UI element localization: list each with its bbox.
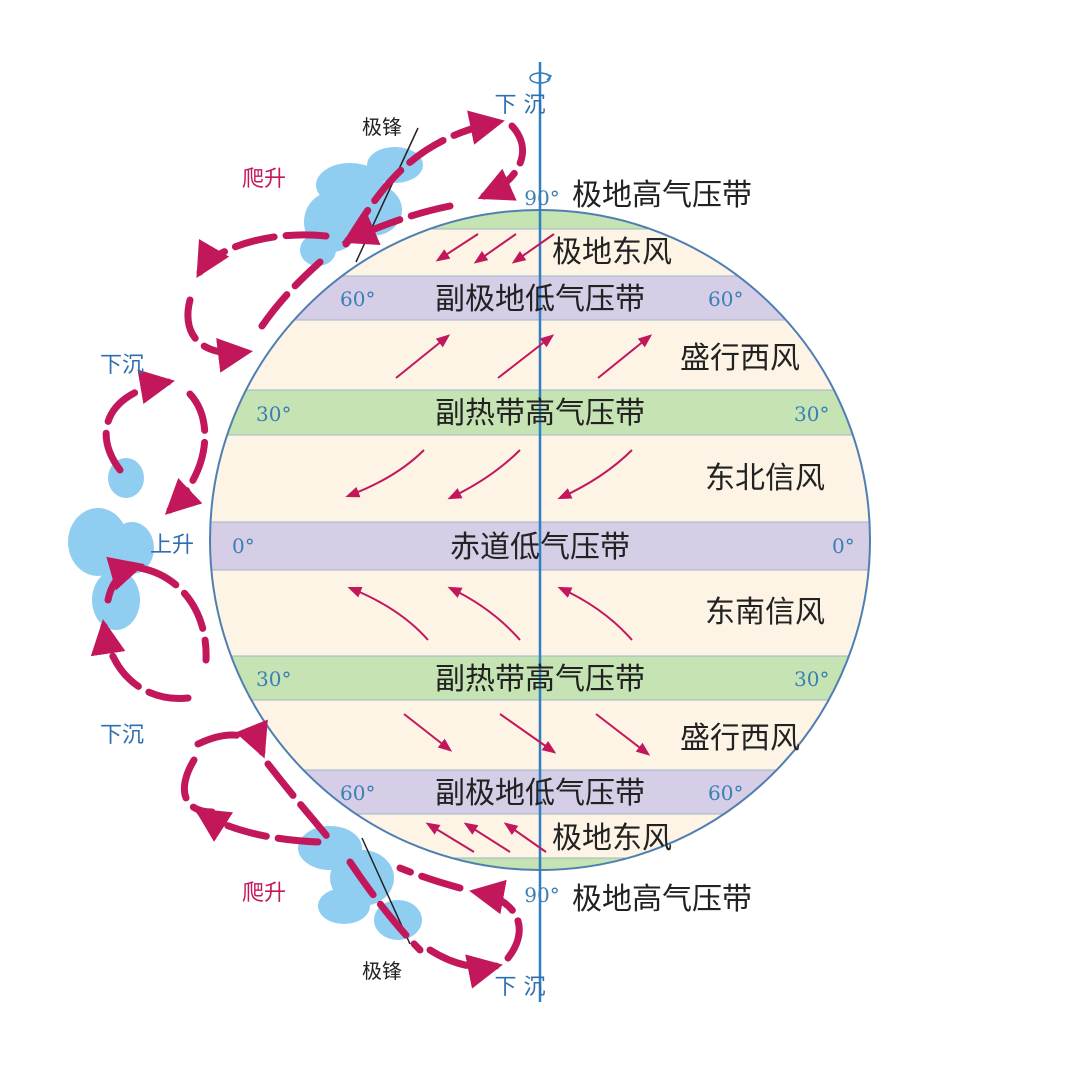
axis-bottom-sink-label: 下 沉 xyxy=(495,975,546,1000)
ne-trades-label: 东北信风 xyxy=(705,461,825,496)
cloud-icon xyxy=(298,826,422,940)
ferrel-cell-s-return xyxy=(194,808,322,846)
lat-30-south-right: 30° xyxy=(794,667,829,691)
polar-cell-s-rise xyxy=(469,879,523,962)
se-trades-label: 东南信风 xyxy=(705,595,825,630)
climb-north-label: 爬升 xyxy=(242,167,286,192)
wind-arrow-icon xyxy=(347,586,429,641)
subtropical-high-south-label: 副热带高气压带 xyxy=(435,662,645,697)
polar-cell-s-bottom xyxy=(426,946,503,989)
sink-north-30-label: 下沉 xyxy=(100,353,144,378)
wind-arrow-icon xyxy=(463,822,511,853)
climb-south-label: 爬升 xyxy=(242,881,286,906)
wind-arrow-icon xyxy=(435,233,479,262)
wind-arrow-icon xyxy=(597,334,653,379)
polar-cell-n-sink xyxy=(477,122,526,201)
polar-cell-n-return xyxy=(341,202,454,246)
polar-cell-s-return xyxy=(396,864,464,892)
lat-30-north-right: 30° xyxy=(794,402,829,426)
wind-arrow-icon xyxy=(403,713,453,752)
wind-arrow-icon xyxy=(511,233,555,264)
westerlies-south-label: 盛行西风 xyxy=(680,721,800,756)
westerlies-north-label: 盛行西风 xyxy=(680,341,800,376)
polar-high-south-label: 极地高气压带 xyxy=(572,882,752,917)
ferrel-cell-s-sink xyxy=(264,760,334,844)
wind-arrow-icon xyxy=(395,334,451,379)
latitude-labels: 60° 60° 30° 30° 0° 0° 30° 30° 60° 60° xyxy=(232,287,855,805)
lat-60-north-left: 60° xyxy=(340,287,375,311)
circulation-cells xyxy=(90,110,526,989)
axis-top-sink-label: 下 沉 xyxy=(495,93,546,118)
hadley-cell-n-left xyxy=(102,369,175,474)
wind-arrow-icon xyxy=(425,822,475,853)
polar-front-south-label: 极锋 xyxy=(362,959,402,983)
lat-0-left: 0° xyxy=(232,534,255,558)
wind-arrow-icon xyxy=(447,586,521,641)
ferrel-cell-s-top xyxy=(194,719,268,759)
wind-arrow-icon xyxy=(473,233,517,264)
polar-high-north-label: 极地高气压带 xyxy=(572,178,752,213)
lat-30-south-left: 30° xyxy=(256,667,291,691)
subpolar-low-north-label: 副极地低气压带 xyxy=(435,282,645,317)
circulation-labels: 爬升 极锋 下沉 上升 下沉 爬升 极锋 xyxy=(100,115,402,983)
cloud-icon xyxy=(68,458,154,630)
wind-arrow-icon xyxy=(595,713,651,756)
polar-easterlies-north-label: 极地东风 xyxy=(552,235,672,270)
ferrel-cell-n-rise xyxy=(258,258,324,330)
wind-arrow-icon xyxy=(557,586,633,641)
lat-90-south: 90° xyxy=(524,883,559,907)
polar-front-north-label: 极锋 xyxy=(362,115,402,139)
ferrel-cell-n-top xyxy=(196,231,330,279)
hadley-cell-s-top xyxy=(104,556,145,604)
wind-arrow-icon xyxy=(503,822,547,853)
wind-arrow-icon xyxy=(447,449,521,500)
hadley-cell-n-right xyxy=(164,390,209,515)
wind-arrow-icon xyxy=(345,449,425,498)
hadley-cell-s-right xyxy=(136,564,210,664)
surface-wind-arrows xyxy=(345,233,653,853)
lat-90-north: 90° xyxy=(524,186,559,210)
hadley-cell-s-left xyxy=(90,619,192,702)
polar-cell-s-descend xyxy=(346,858,424,954)
earth-axis: 下 沉 下 沉 90° 90° xyxy=(495,62,560,1002)
polar-easterlies-south-label: 极地东风 xyxy=(552,821,672,856)
equatorial-low-label: 赤道低气压带 xyxy=(450,530,630,565)
lat-30-north-left: 30° xyxy=(256,402,291,426)
ferrel-cell-s-left xyxy=(180,756,216,816)
wind-arrow-icon xyxy=(499,713,557,754)
rise-equator-label: 上升 xyxy=(150,533,194,558)
lat-60-south-right: 60° xyxy=(708,781,743,805)
wind-arrow-icon xyxy=(497,334,555,379)
ferrel-cell-n-bottom xyxy=(184,296,253,373)
wind-arrow-icon xyxy=(557,449,633,500)
lat-0-right: 0° xyxy=(832,534,855,558)
subpolar-low-south-label: 副极地低气压带 xyxy=(435,776,645,811)
subtropical-high-north-label: 副热带高气压带 xyxy=(435,396,645,431)
lat-60-north-right: 60° xyxy=(708,287,743,311)
belt-labels: 极地高气压带 极地东风 副极地低气压带 盛行西风 副热带高气压带 东北信风 赤道… xyxy=(435,178,825,917)
lat-60-south-left: 60° xyxy=(340,781,375,805)
sink-south-30-label: 下沉 xyxy=(100,723,144,748)
